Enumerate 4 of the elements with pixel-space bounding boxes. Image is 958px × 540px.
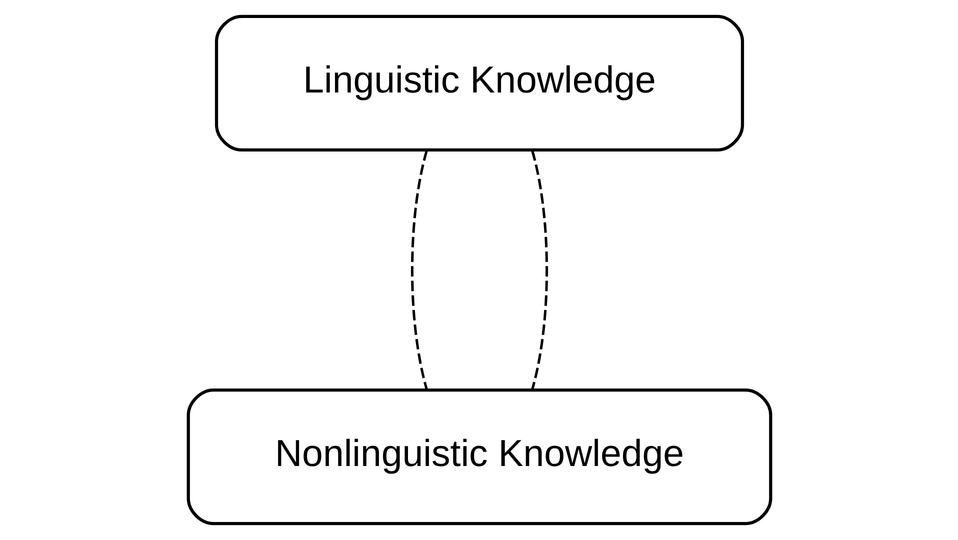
connector	[410, 150, 428, 390]
node-box: Linguistic Knowledge	[214, 14, 744, 152]
node-box: Nonlinguistic Knowledge	[186, 388, 772, 526]
connector	[530, 150, 548, 390]
